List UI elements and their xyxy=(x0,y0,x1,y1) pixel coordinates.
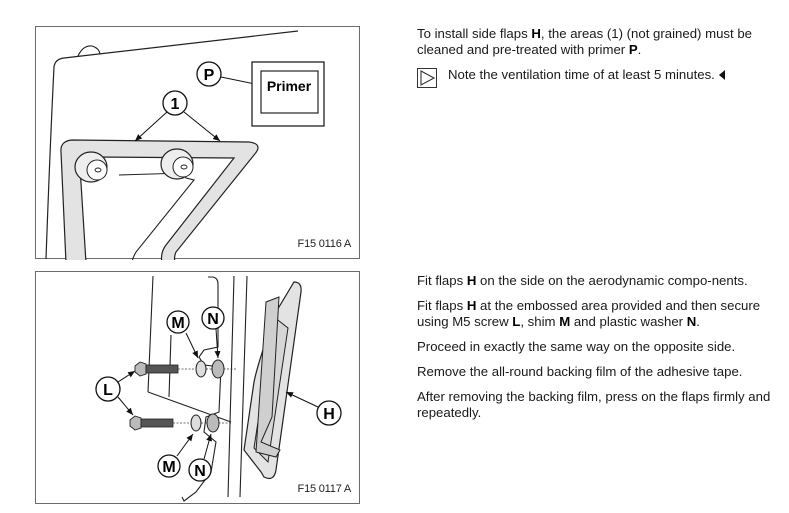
callout-reference: H xyxy=(531,26,541,41)
shim-top xyxy=(195,360,207,378)
paragraph: Fit flaps H on the side on the aerodynam… xyxy=(417,273,748,288)
panel-outline xyxy=(45,30,299,260)
screw-top xyxy=(134,361,179,377)
paragraph: Fit flaps H at the embossed area provide… xyxy=(417,298,761,329)
callout-1: 1 xyxy=(171,96,180,113)
paragraph: Remove the all-round backing film of the… xyxy=(417,364,743,379)
figure-code: F15 0116 A xyxy=(297,238,352,250)
callout-reference: P xyxy=(628,42,638,57)
callout-reference: H xyxy=(466,298,477,313)
washer-top xyxy=(211,359,225,379)
figure-code: F15 0117 A xyxy=(297,483,352,495)
triangle-play-icon xyxy=(417,68,437,88)
figure-flap-mounting: M N L H M N F15 0117 A xyxy=(35,271,360,504)
end-of-note-triangle-icon xyxy=(718,70,725,80)
boss-left xyxy=(74,151,108,183)
callout-n-bottom: N xyxy=(194,463,206,480)
callout-h: H xyxy=(323,406,335,423)
illustration-mounting: M N L H M N xyxy=(95,275,342,502)
callout-m-bottom: M xyxy=(162,459,175,476)
boss-right xyxy=(160,148,194,180)
callout-reference: N xyxy=(686,314,697,329)
note-text: Note the ventilation time of at least 5 … xyxy=(448,67,715,82)
panel-bump xyxy=(77,45,101,57)
screw-bottom xyxy=(129,415,174,431)
callout-reference: L xyxy=(512,314,521,329)
primer-label: Primer xyxy=(267,78,312,94)
callout-n-top: N xyxy=(207,311,219,328)
callout-p: P xyxy=(204,67,215,84)
callout-l: L xyxy=(103,382,113,399)
figure-primer-areas: 1 P Primer F15 0116 A xyxy=(35,26,360,260)
instructions-mounting: Fit flaps H on the side on the aerodynam… xyxy=(417,273,777,430)
instructions-primer: To install side flaps H, the areas (1) (… xyxy=(417,26,777,92)
illustration-primer: 1 P Primer xyxy=(45,30,325,260)
washer-bottom xyxy=(206,413,220,433)
paragraph: To install side flaps H, the areas (1) (… xyxy=(417,26,752,57)
callout-reference: H xyxy=(466,273,477,288)
callout-reference: M xyxy=(559,314,571,329)
shim-bottom xyxy=(190,414,202,432)
note: Note the ventilation time of at least 5 … xyxy=(417,67,777,88)
callout-m-top: M xyxy=(171,315,184,332)
paragraph: Proceed in exactly the same way on the o… xyxy=(417,339,736,354)
paragraph: After removing the backing film, press o… xyxy=(417,389,771,420)
